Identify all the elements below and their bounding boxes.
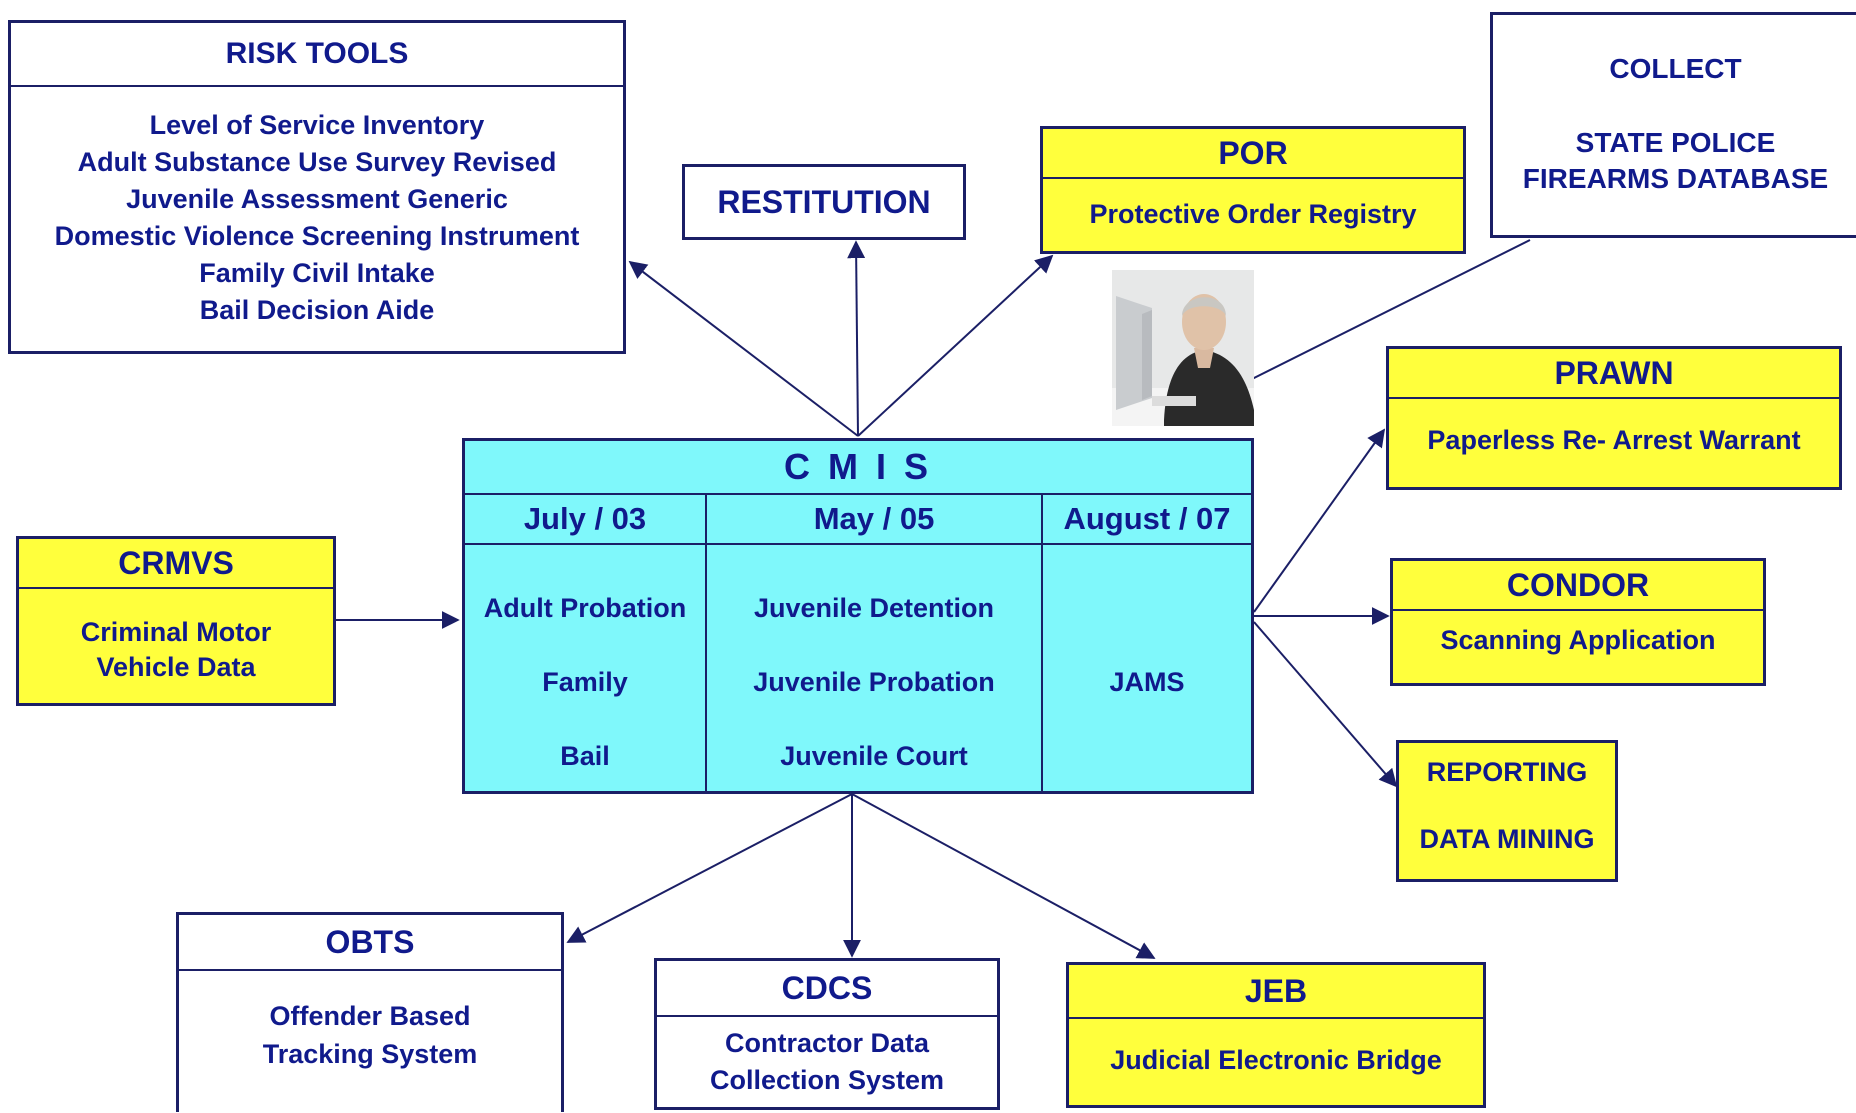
collect-box: COLLECT STATE POLICE FIREARMS DATABASE (1490, 12, 1856, 238)
condor-description: Scanning Application (1440, 625, 1716, 655)
crmvs-line: Vehicle Data (96, 652, 256, 682)
system-item: Family (542, 667, 628, 697)
system-item: JAMS (1109, 667, 1185, 697)
reporting-label: REPORTING (1426, 757, 1588, 787)
collect-line: STATE POLICE (1575, 127, 1776, 158)
arrow-to-obts (566, 793, 853, 943)
prawn-title: PRAWN (1389, 349, 1839, 399)
risk-tools-list: Level of Service Inventory Adult Substan… (11, 87, 623, 329)
cdcs-line: Collection System (709, 1065, 945, 1095)
arrow-to-jeb (851, 793, 1156, 959)
collect-line: FIREARMS DATABASE (1522, 163, 1829, 194)
system-item: Juvenile Court (780, 741, 968, 771)
list-item: Adult Substance Use Survey Revised (77, 147, 557, 177)
collect-title: COLLECT (1609, 53, 1742, 84)
cdcs-title: CDCS (657, 961, 997, 1017)
system-item: Bail (560, 741, 610, 771)
por-box: POR Protective Order Registry (1040, 126, 1466, 254)
column-header: May / 05 (707, 495, 1041, 545)
restitution-box: RESTITUTION (682, 164, 966, 240)
crmvs-title: CRMVS (19, 539, 333, 589)
risk-tools-box: RISK TOOLS Level of Service Inventory Ad… (8, 20, 626, 354)
column-header: August / 07 (1043, 495, 1251, 545)
arrow-to-risk-tools (628, 260, 859, 437)
list-item: Bail Decision Aide (199, 295, 435, 325)
obts-line: Offender Based (269, 1001, 471, 1031)
cmis-column-2005: May / 05 Juvenile Detention Juvenile Pro… (707, 495, 1043, 791)
cdcs-box: CDCS Contractor Data Collection System (654, 958, 1000, 1110)
cmis-box: C M I S July / 03 Adult Probation Family… (462, 438, 1254, 794)
por-description: Protective Order Registry (1089, 199, 1417, 229)
arrow-to-prawn (1253, 428, 1386, 613)
obts-line: Tracking System (262, 1039, 478, 1069)
cmis-column-2003: July / 03 Adult Probation Family Bail (465, 495, 707, 791)
reporting-box: REPORTING DATA MINING (1396, 740, 1618, 882)
column-header: July / 03 (465, 495, 705, 545)
system-item: Juvenile Detention (753, 593, 995, 623)
list-item: Level of Service Inventory (149, 110, 485, 140)
arrow-to-restitution (847, 240, 866, 437)
por-title: POR (1043, 129, 1463, 179)
cmis-columns: July / 03 Adult Probation Family Bail Ma… (465, 495, 1251, 791)
jeb-description: Judicial Electronic Bridge (1110, 1045, 1442, 1075)
obts-box: OBTS Offender Based Tracking System (176, 912, 564, 1112)
restitution-title: RESTITUTION (717, 183, 931, 220)
list-item: Family Civil Intake (199, 258, 435, 288)
cmis-title: C M I S (465, 441, 1251, 495)
risk-tools-title: RISK TOOLS (11, 23, 623, 87)
list-item: Juvenile Assessment Generic (126, 184, 508, 214)
obts-title: OBTS (179, 915, 561, 971)
arrow-to-por (857, 254, 1054, 437)
system-item: Juvenile Probation (753, 667, 995, 697)
condor-title: CONDOR (1393, 561, 1763, 611)
prawn-description: Paperless Re- Arrest Warrant (1427, 425, 1801, 455)
jeb-title: JEB (1069, 965, 1483, 1019)
cdcs-line: Contractor Data (724, 1028, 930, 1058)
arrow-to-reporting (1253, 621, 1398, 788)
system-item: Adult Probation (483, 593, 687, 623)
jeb-box: JEB Judicial Electronic Bridge (1066, 962, 1486, 1108)
cmis-column-2007: August / 07 JAMS (1043, 495, 1251, 791)
user-at-computer-photo (1112, 270, 1254, 426)
condor-box: CONDOR Scanning Application (1390, 558, 1766, 686)
list-item: Domestic Violence Screening Instrument (54, 221, 580, 251)
crmvs-line: Criminal Motor (80, 617, 272, 647)
crmvs-box: CRMVS Criminal Motor Vehicle Data (16, 536, 336, 706)
prawn-box: PRAWN Paperless Re- Arrest Warrant (1386, 346, 1842, 490)
data-mining-label: DATA MINING (1419, 824, 1595, 854)
